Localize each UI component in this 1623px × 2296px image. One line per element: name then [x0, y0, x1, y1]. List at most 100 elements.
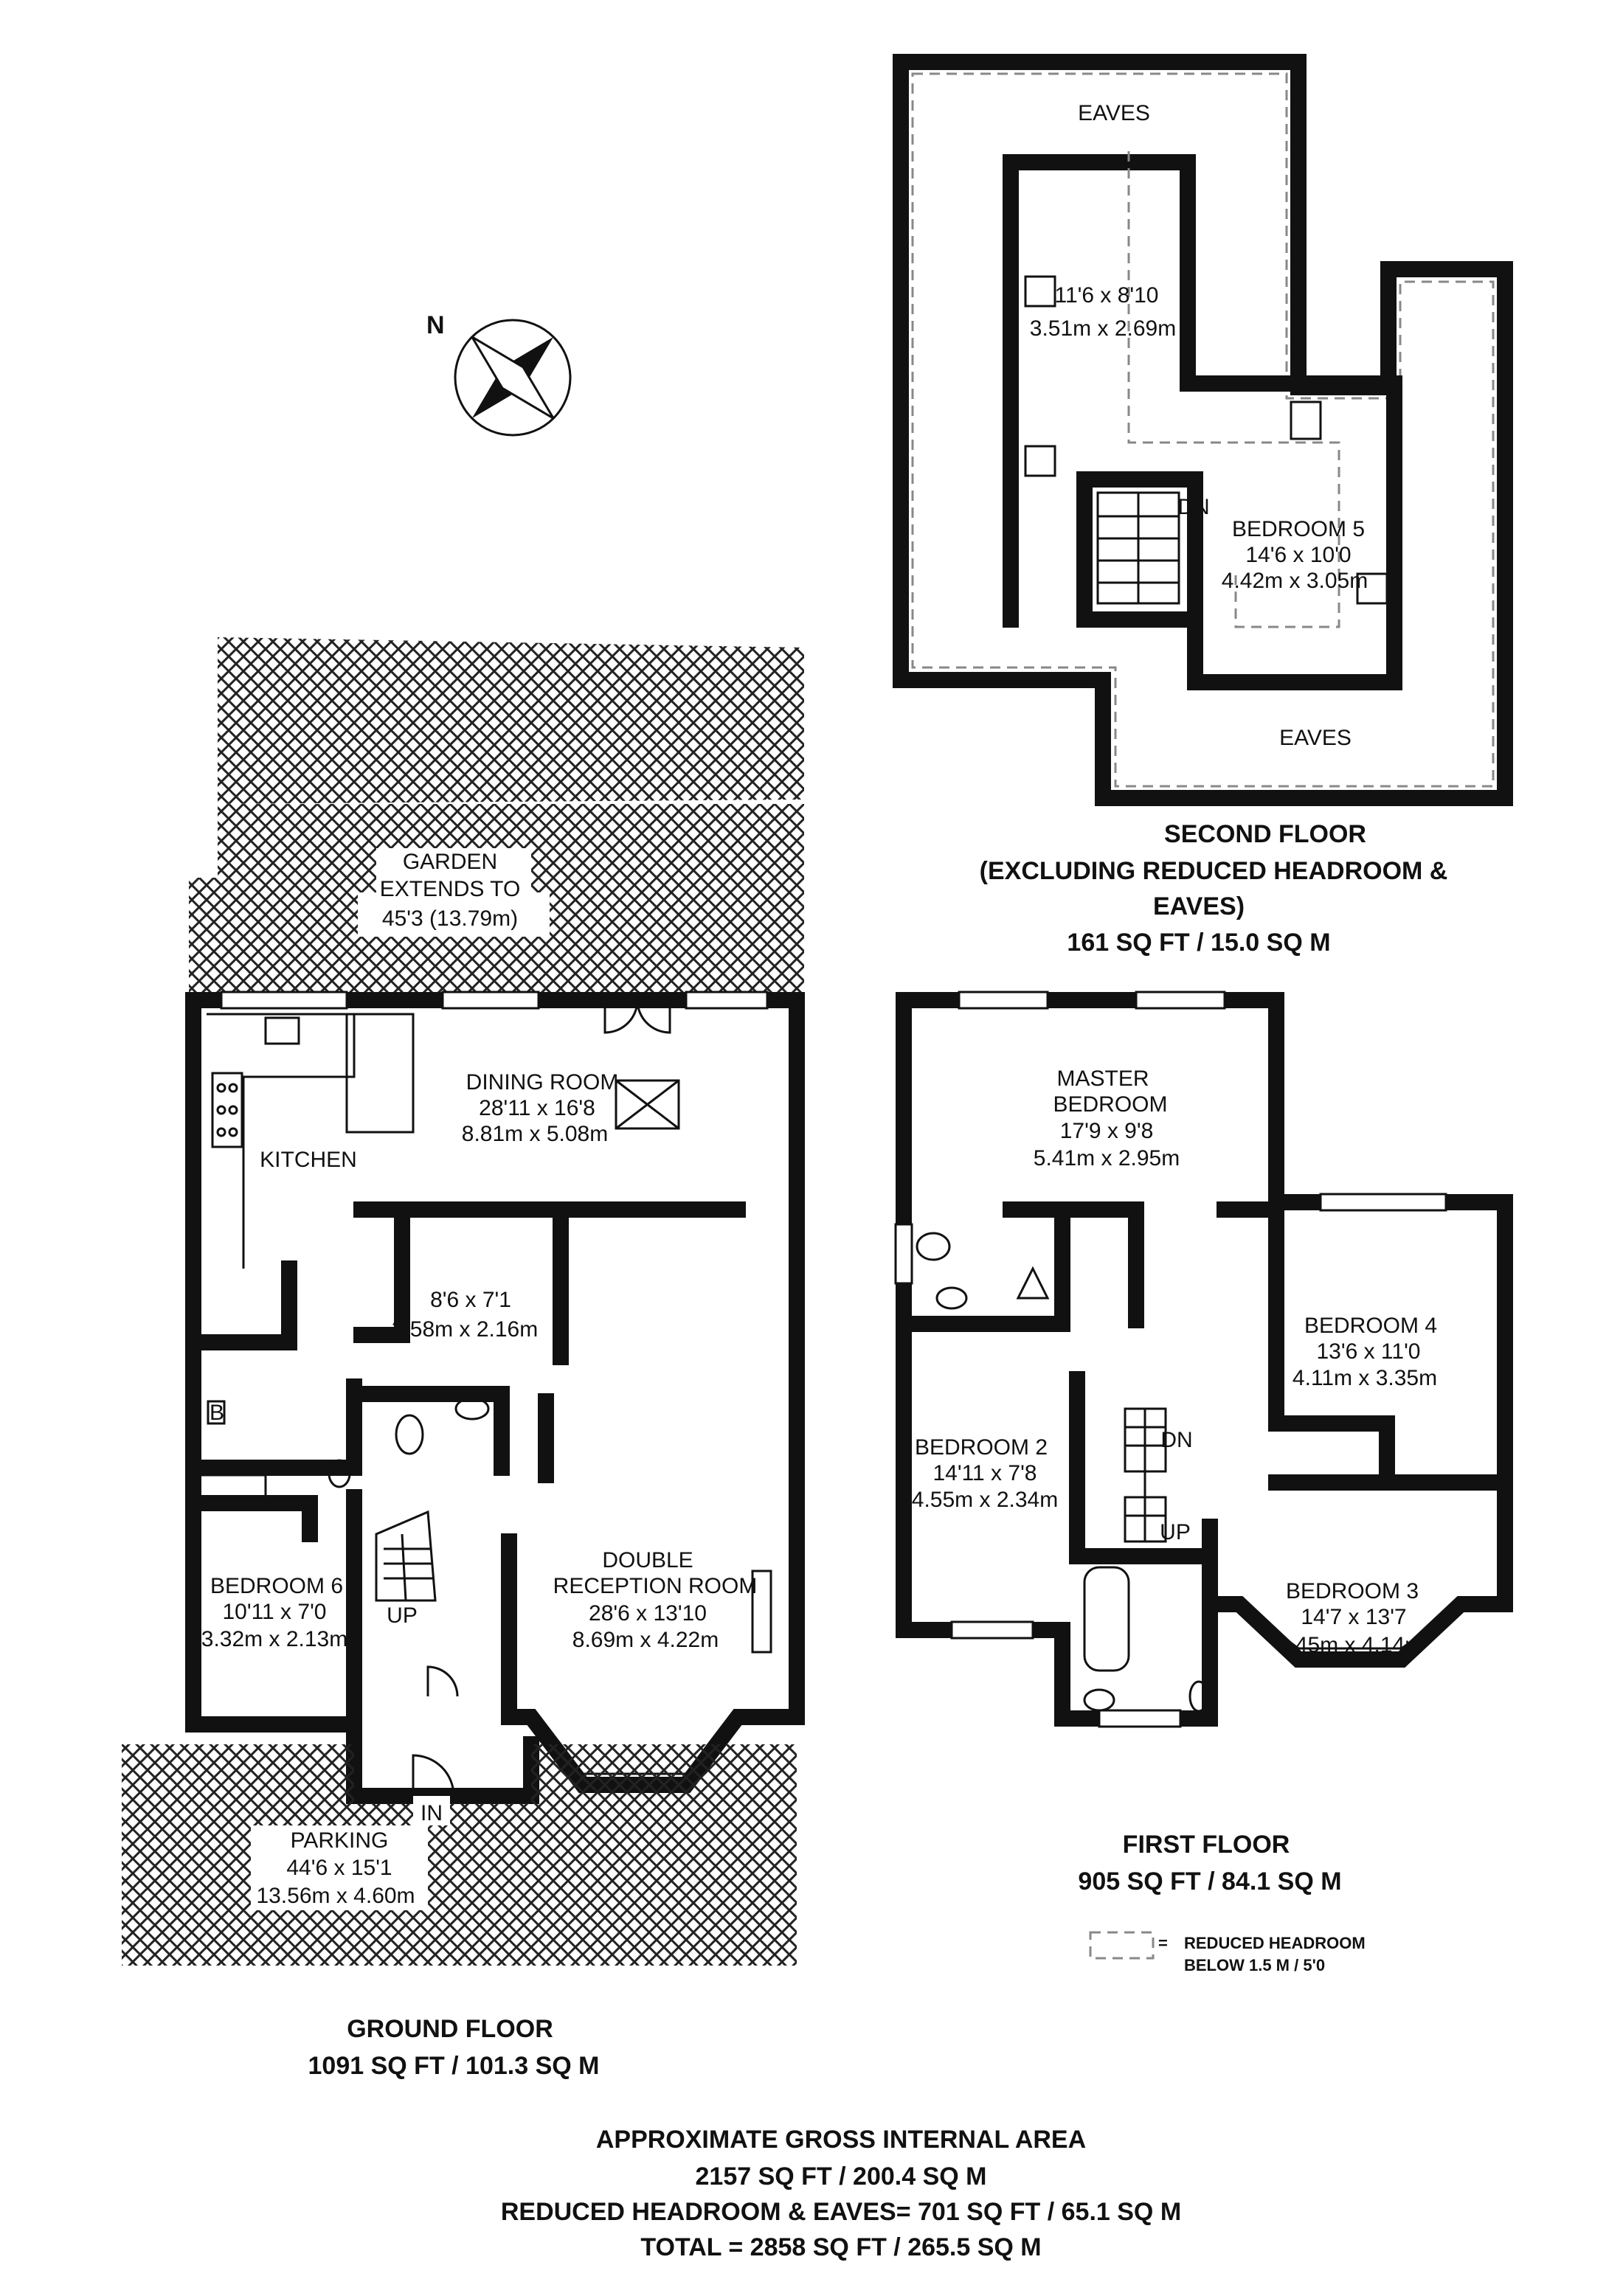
landing-north-wall: [1003, 154, 1402, 392]
utility-metric: 2.58m x 2.16m: [392, 1317, 538, 1342]
bedroom2-name: BEDROOM 2: [915, 1435, 1048, 1460]
bedroom3-imperial: 14'7 x 13'7: [1301, 1605, 1406, 1629]
dining-skylight: [615, 1079, 680, 1130]
boiler-box: [207, 1400, 226, 1425]
second-floor-caption-1: SECOND FLOOR: [1164, 820, 1366, 848]
master-bedroom-name-1: MASTER: [1056, 1067, 1149, 1091]
ground-floor-stairs: [375, 1510, 437, 1602]
totals-line-1: APPROXIMATE GROSS INTERNAL AREA: [596, 2126, 1086, 2154]
window-bedroom2: [950, 1620, 1034, 1640]
window-master-1: [958, 991, 1049, 1010]
ground-floor-plan: DINING ROOM 28'11 x 16'8 8.81m x 5.08m K…: [185, 991, 805, 1804]
first-floor-caption-1: FIRST FLOOR: [1123, 1831, 1290, 1859]
skylight-1: [1024, 275, 1056, 308]
second-floor-plan: EAVES 11'6 x 8'10 3.51m x 2.69m DN BEDRO…: [893, 54, 1513, 957]
legend-line-1: REDUCED HEADROOM: [1184, 1934, 1366, 1952]
parking-imperial: 44'6 x 15'1: [286, 1856, 392, 1880]
reception-name-2: RECEPTION ROOM: [553, 1574, 758, 1598]
master-bedroom-imperial: 17'9 x 9'8: [1060, 1119, 1154, 1143]
dining-french-doors: [603, 999, 671, 1034]
reception-name-1: DOUBLE: [602, 1548, 693, 1572]
first-floor-plan: MASTER BEDROOM 17'9 x 9'8 5.41m x 2.95m …: [894, 991, 1513, 1896]
first-floor-caption-2: 905 SQ FT / 84.1 SQ M: [1078, 1867, 1341, 1896]
second-floor-dn-label: DN: [1177, 495, 1209, 519]
second-floor-outer-wall: [893, 54, 1513, 806]
skylight-4: [1356, 572, 1388, 605]
kitchen-lower-wall: [185, 1260, 297, 1350]
cupboard-wall: [1217, 1201, 1284, 1328]
reception-imperial: 28'6 x 13'10: [589, 1601, 707, 1626]
ground-floor-caption-1: GROUND FLOOR: [347, 2015, 553, 2043]
totals-line-3: REDUCED HEADROOM & EAVES= 701 SQ FT / 65…: [501, 2198, 1181, 2226]
first-up-label: UP: [1160, 1520, 1191, 1544]
garden-label-3: 45'3 (13.79m): [382, 906, 518, 931]
landing-dims-imperial: 11'6 x 8'10: [1054, 283, 1158, 308]
bedroom6-imperial: 10'11 x 7'0: [222, 1600, 326, 1624]
second-floor-caption-2: (EXCLUDING REDUCED HEADROOM &: [980, 857, 1448, 885]
bedroom4-imperial: 13'6 x 11'0: [1316, 1339, 1420, 1364]
dining-room-name: DINING ROOM: [466, 1070, 619, 1095]
kitchen-island: [345, 1013, 415, 1134]
kitchen-hob: [211, 1072, 243, 1148]
master-bedroom-name-2: BEDROOM: [1053, 1092, 1167, 1117]
first-bath-toilet: [1083, 1688, 1115, 1712]
utility-imperial: 8'6 x 7'1: [430, 1288, 511, 1312]
compass-ring: [454, 319, 572, 437]
cloak-wall: [185, 1378, 362, 1476]
utility-wall-west: [353, 1201, 410, 1343]
legend-swatch: [1089, 1931, 1155, 1960]
legend-equals: =: [1158, 1934, 1168, 1952]
dining-room-metric: 8.81m x 5.08m: [462, 1122, 608, 1146]
bedroom3-name: BEDROOM 3: [1286, 1579, 1419, 1603]
window-kitchen: [220, 991, 348, 1010]
kitchen-worktop: [207, 1013, 356, 1269]
ensuite-shower: [1016, 1266, 1050, 1300]
reception-metric: 8.69m x 4.22m: [572, 1628, 719, 1652]
first-dn-label: DN: [1160, 1428, 1192, 1452]
ground-up-label: UP: [387, 1603, 418, 1628]
porch-wall: [346, 1716, 539, 1804]
reception-fireplace: [751, 1570, 772, 1654]
kitchen-name: KITCHEN: [260, 1148, 357, 1172]
parking-lattice: [122, 1744, 797, 1966]
window-dining-1: [441, 991, 540, 1010]
front-door-in-label: IN: [421, 1801, 443, 1825]
wc-wall: [361, 1386, 510, 1476]
ground-wc-toilet: [395, 1414, 424, 1455]
bedroom6-name: BEDROOM 6: [210, 1574, 343, 1598]
second-floor-caption-3: EAVES): [1153, 892, 1245, 920]
ensuite-basin: [916, 1232, 951, 1261]
reduced-headroom-outline: [1127, 151, 1340, 628]
bedroom4-south-wall: [1268, 1305, 1513, 1491]
bedroom5-name: BEDROOM 5: [1232, 517, 1365, 541]
window-master-2: [1135, 991, 1226, 1010]
bedroom4-name: BEDROOM 4: [1304, 1314, 1437, 1338]
inner-door-swing: [426, 1665, 459, 1697]
first-bath-basin: [1188, 1680, 1209, 1713]
landing-dims-metric: 3.51m x 2.69m: [1030, 316, 1176, 341]
bedroom5-wall: [1187, 375, 1402, 690]
bedroom2-imperial: 14'11 x 7'8: [932, 1461, 1037, 1485]
compass-needle-2: [471, 336, 555, 420]
parking-metric: 13.56m x 4.60m: [256, 1884, 415, 1908]
parking-name: PARKING: [291, 1828, 389, 1853]
second-floor-eaves-boundary: [911, 72, 1495, 788]
window-bedroom4: [1319, 1193, 1447, 1212]
skylight-3: [1290, 400, 1322, 440]
bedroom5-imperial: 14'6 x 10'0: [1245, 543, 1351, 567]
ground-floor-caption-2: 1091 SQ FT / 101.3 SQ M: [308, 2052, 600, 2080]
garden-label-1: GARDEN: [403, 850, 497, 874]
ground-basin: [328, 1459, 351, 1488]
front-door-swing: [412, 1754, 455, 1797]
ensuite-toilet: [935, 1286, 968, 1310]
ground-outer-wall-west: [185, 992, 362, 1733]
bedroom2-metric: 4.55m x 2.34m: [912, 1488, 1058, 1512]
garden-lattice-upper: [218, 637, 804, 804]
totals-line-4: TOTAL = 2858 SQ FT / 265.5 SQ M: [640, 2233, 1041, 2261]
bedroom5-metric: 4.42m x 3.05m: [1222, 569, 1368, 593]
skylight-2: [1024, 445, 1056, 477]
ensuite-east-wall: [1003, 1201, 1144, 1328]
parking-area: IN PARKING 44'6 x 15'1 13.56m x 4.60m: [122, 1744, 797, 1966]
window-bathroom: [1098, 1709, 1182, 1728]
